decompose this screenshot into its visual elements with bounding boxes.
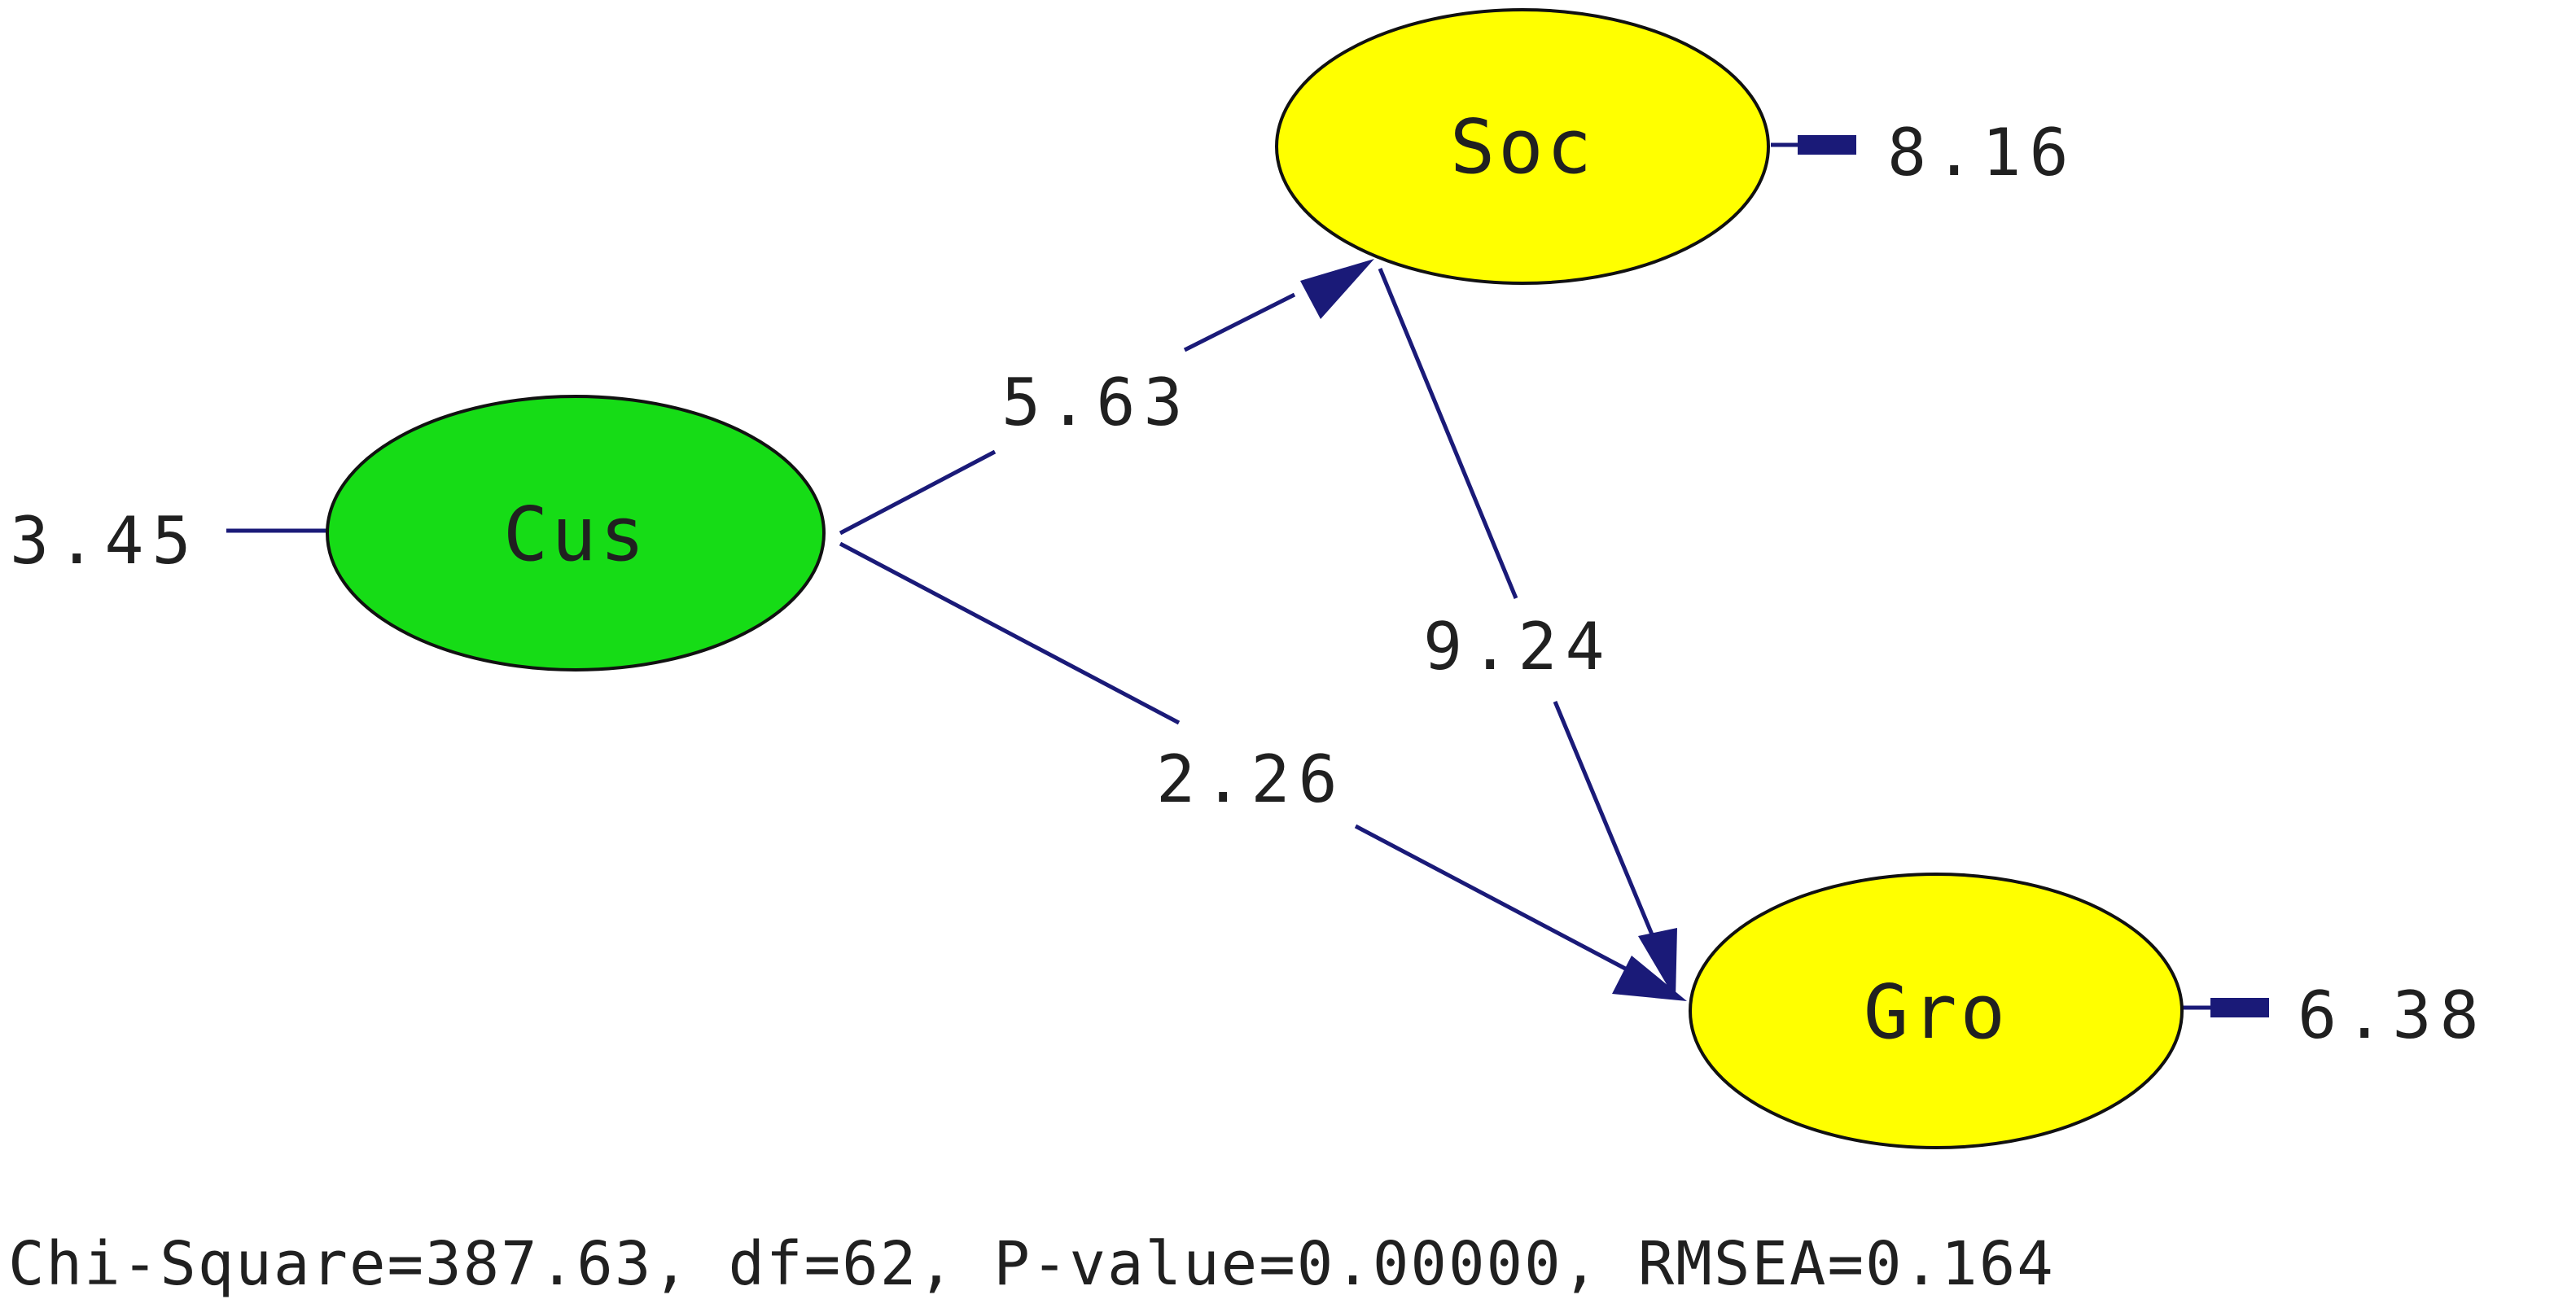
- path-cus-soc-line-lower: [839, 449, 997, 536]
- node-soc-ellipse: [1275, 8, 1770, 285]
- path-cus-gro-line-lower: [1354, 824, 1630, 973]
- path-cus-gro-line-upper: [839, 541, 1181, 725]
- path-soc-gro-arrowhead: [1638, 928, 1677, 1000]
- node-soc: Soc: [1275, 8, 1770, 285]
- node-gro-label: Gro: [1864, 969, 2009, 1056]
- fit-statistics: Chi-Square=387.63, df=62, P-value=0.0000…: [8, 1229, 2055, 1299]
- path-cus-gro-value: 2.26: [1156, 741, 1346, 817]
- path-cus-soc-line-upper: [1183, 292, 1296, 352]
- path-cus-gro-arrowhead: [1612, 956, 1687, 1001]
- node-cus-ellipse: [326, 395, 826, 671]
- cus-variance-label: 3.45: [10, 503, 199, 579]
- path-cus-soc-arrowhead: [1300, 259, 1374, 319]
- node-soc-label: Soc: [1450, 103, 1595, 190]
- path-soc-gro-line-lower: [1553, 701, 1658, 945]
- gro-variance-marker: [2210, 998, 2269, 1017]
- path-soc-gro-value: 9.24: [1423, 609, 1613, 685]
- soc-variance-marker: [1798, 135, 1856, 155]
- path-cus-soc-value: 5.63: [1001, 365, 1191, 440]
- soc-variance-label: 8.16: [1887, 115, 2077, 190]
- gro-variance-label: 6.38: [2298, 978, 2487, 1053]
- node-gro: Gro: [1689, 873, 2184, 1149]
- node-cus-label: Cus: [503, 491, 648, 578]
- path-soc-gro-line-upper: [1378, 268, 1518, 599]
- node-cus: Cus: [326, 395, 826, 671]
- node-gro-ellipse: [1689, 873, 2184, 1149]
